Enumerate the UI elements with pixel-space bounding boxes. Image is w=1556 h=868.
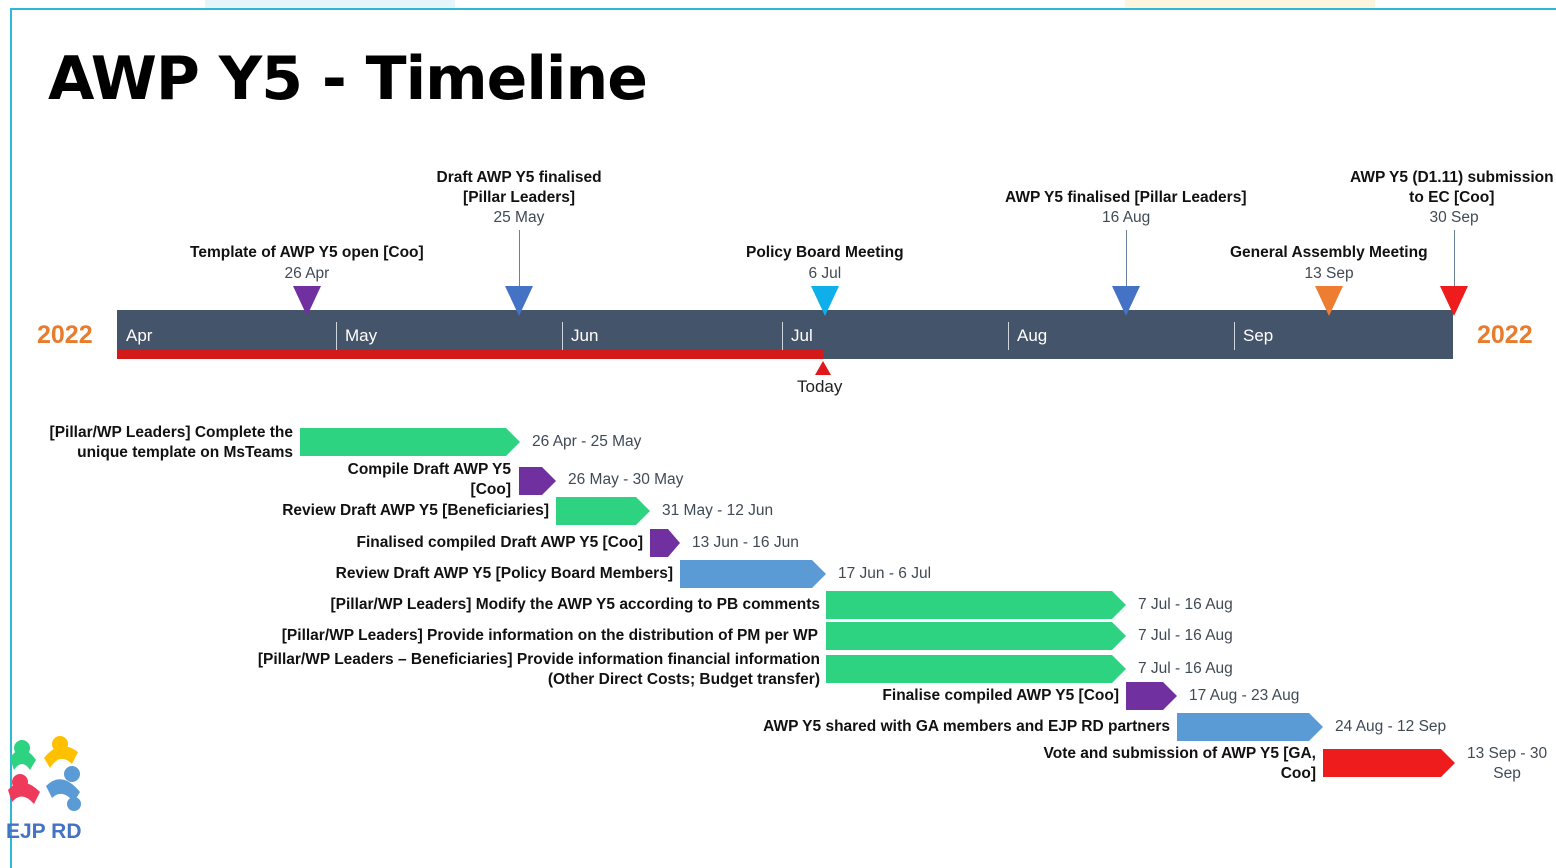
month-label-sep: Sep — [1243, 326, 1274, 345]
milestone-title: AWP Y5 finalised [Pillar Leaders] — [1005, 189, 1247, 206]
task-bar — [650, 529, 680, 557]
task-label: [Pillar/WP Leaders – Beneficiaries] Prov… — [257, 651, 820, 688]
task-label: AWP Y5 shared with GA members and EJP RD… — [763, 718, 1170, 735]
top-accent-left — [205, 0, 455, 8]
task-dates: 17 Jun - 6 Jul — [838, 565, 932, 582]
month-separator — [336, 322, 337, 350]
triangle-down-sky-icon — [811, 286, 839, 316]
task-label: Finalised compiled Draft AWP Y5 [Coo] — [356, 534, 643, 551]
year-label-right: 2022 — [1477, 321, 1533, 349]
task-bar — [556, 497, 650, 525]
milestone-date: 26 Apr — [284, 265, 330, 282]
milestone-date: 30 Sep — [1429, 209, 1479, 226]
task-dates: 7 Jul - 16 Aug — [1138, 627, 1233, 644]
month-separator — [1008, 322, 1009, 350]
today-label: Today — [797, 377, 843, 396]
month-label-jul: Jul — [791, 326, 813, 345]
triangle-down-red-icon — [1440, 286, 1468, 316]
task-label: Vote and submission of AWP Y5 [GA,Coo] — [1043, 745, 1316, 782]
month-label-apr: Apr — [126, 326, 153, 345]
task-label: Review Draft AWP Y5 [Beneficiaries] — [282, 502, 549, 519]
task-dates: 17 Aug - 23 Aug — [1189, 687, 1300, 704]
task-label: Compile Draft AWP Y5[Coo] — [347, 461, 511, 498]
milestone-title: Draft AWP Y5 finalised[Pillar Leaders] — [436, 169, 602, 206]
month-separator — [1234, 322, 1235, 350]
milestone-connector — [1126, 230, 1127, 286]
task-label: Review Draft AWP Y5 [Policy Board Member… — [335, 565, 673, 582]
month-label-aug: Aug — [1017, 326, 1048, 345]
task-dates: 26 May - 30 May — [568, 471, 684, 488]
milestone-connector — [1454, 230, 1455, 286]
triangle-down-orange-icon — [1315, 286, 1343, 316]
month-label-may: May — [345, 326, 378, 345]
milestone-date: 13 Sep — [1304, 265, 1354, 282]
today-arrow-icon — [815, 361, 831, 375]
year-label-left: 2022 — [37, 321, 93, 349]
task-label: [Pillar/WP Leaders] Provide information … — [281, 627, 818, 644]
milestone-date: 16 Aug — [1102, 209, 1151, 226]
task-dates: 26 Apr - 25 May — [532, 433, 642, 450]
task-dates: 7 Jul - 16 Aug — [1138, 660, 1233, 677]
milestone-title: General Assembly Meeting — [1230, 244, 1428, 261]
slide-frame — [10, 8, 1556, 868]
task-label: Finalise compiled AWP Y5 [Coo] — [882, 687, 1119, 704]
task-bar — [1177, 713, 1323, 741]
task-bar — [1323, 749, 1455, 777]
month-label-jun: Jun — [571, 326, 599, 345]
task-dates: 24 Aug - 12 Sep — [1335, 718, 1447, 735]
month-separator — [562, 322, 563, 350]
milestone-title: Template of AWP Y5 open [Coo] — [190, 244, 424, 261]
task-bar — [300, 428, 520, 456]
month-separator — [782, 322, 783, 350]
task-bar — [826, 655, 1126, 683]
task-bar — [1126, 682, 1177, 710]
task-bar — [680, 560, 826, 588]
task-dates: 31 May - 12 Jun — [662, 502, 774, 519]
milestone-date: 25 May — [493, 209, 545, 226]
triangle-down-blue-icon — [505, 286, 533, 316]
task-dates: 7 Jul - 16 Aug — [1138, 596, 1233, 613]
ejp-rd-logo: EJP RD — [6, 736, 81, 843]
milestone-title: Policy Board Meeting — [746, 244, 904, 261]
task-bar — [826, 622, 1126, 650]
task-bar — [826, 591, 1126, 619]
triangle-down-purple-icon — [293, 286, 321, 316]
task-label: [Pillar/WP Leaders] Modify the AWP Y5 ac… — [330, 596, 820, 613]
top-accent-right — [1125, 0, 1375, 8]
logo-text: EJP RD — [6, 820, 81, 843]
slide-title: AWP Y5 - Timeline — [48, 44, 648, 114]
today-progress-bar — [117, 349, 824, 359]
milestone-connector — [519, 230, 520, 286]
triangle-down-blue-icon — [1112, 286, 1140, 316]
milestone-date: 6 Jul — [808, 265, 842, 282]
task-dates: 13 Jun - 16 Jun — [692, 534, 799, 551]
task-bar — [519, 467, 556, 495]
